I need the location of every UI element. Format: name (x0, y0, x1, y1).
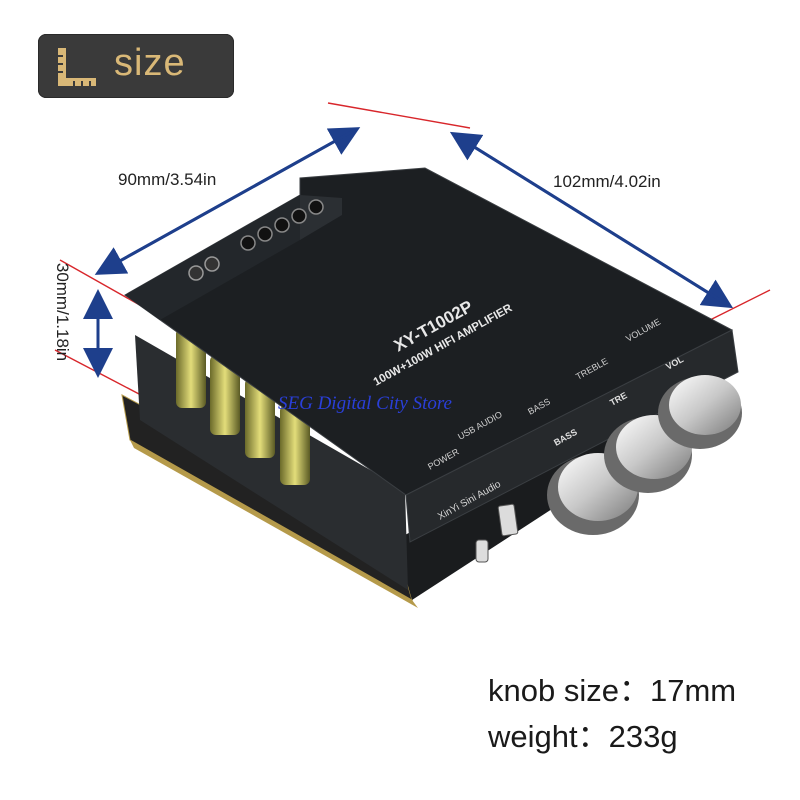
knob-volume (658, 375, 742, 449)
width-dimension-label: 90mm/3.54in (118, 170, 217, 189)
knobs (547, 375, 742, 535)
usb-port (497, 503, 519, 537)
height-dimension-label: 30mm/1.18in (53, 262, 72, 362)
depth-dimension-label: 102mm/4.02in (553, 172, 661, 191)
size-badge-label: size (114, 42, 186, 84)
weight-label: weight： (488, 719, 609, 754)
store-watermark: SEG Digital City Store (278, 393, 452, 414)
knob-size-label: knob size： (488, 673, 650, 708)
size-badge: size (38, 34, 234, 98)
knob-size-row: knob size：17mm (488, 668, 736, 714)
power-jack (188, 256, 220, 281)
speaker-terminals (240, 199, 324, 251)
capacitors (176, 328, 310, 485)
weight-row: weight：233g (488, 714, 736, 760)
power-switch (475, 539, 489, 563)
specs-block: knob size：17mm weight：233g (488, 668, 736, 760)
weight-value: 233g (608, 719, 678, 754)
dimension-arrows (83, 127, 734, 378)
ruler-icon (58, 48, 96, 86)
knob-size-value: 17mm (649, 673, 737, 708)
